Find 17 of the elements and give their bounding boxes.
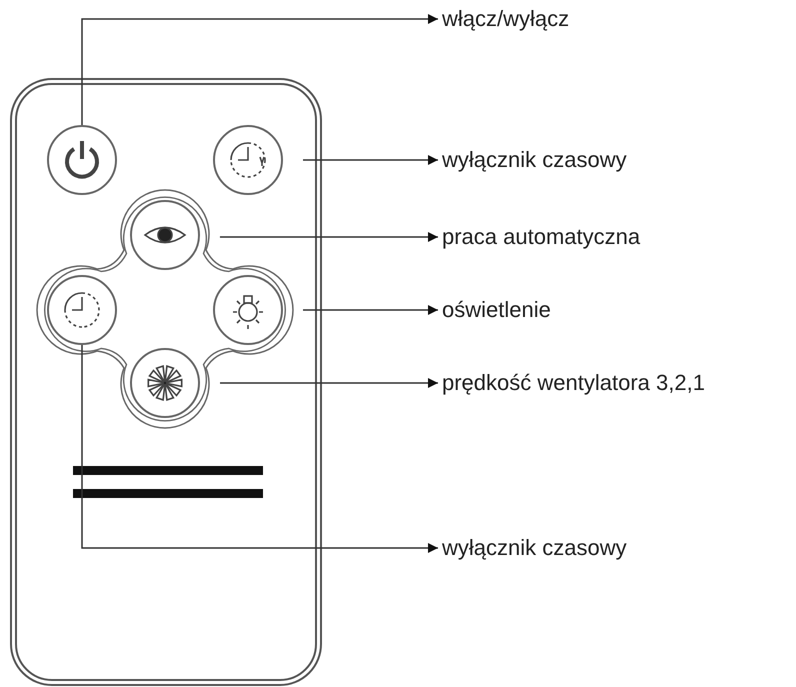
callout-label: włącz/wyłącz [442, 5, 570, 33]
leader-line [220, 378, 438, 388]
round-button [130, 348, 200, 418]
callout-label: praca automatyczna [442, 223, 640, 251]
leader-line [303, 305, 438, 315]
round-button [47, 275, 117, 345]
callout-label: prędkość wentylatora 3,2,1 [442, 369, 705, 397]
callout-label: oświetlenie [442, 296, 551, 324]
remote-control-body [10, 78, 322, 686]
round-button [130, 200, 200, 270]
callout-label: wyłącznik czasowy [442, 146, 627, 174]
leader-line [81, 345, 438, 553]
leader-line [303, 155, 438, 165]
round-button [213, 275, 283, 345]
leader-line [220, 232, 438, 242]
leader-line [81, 14, 438, 125]
callout-label: wyłącznik czasowy [442, 534, 627, 562]
